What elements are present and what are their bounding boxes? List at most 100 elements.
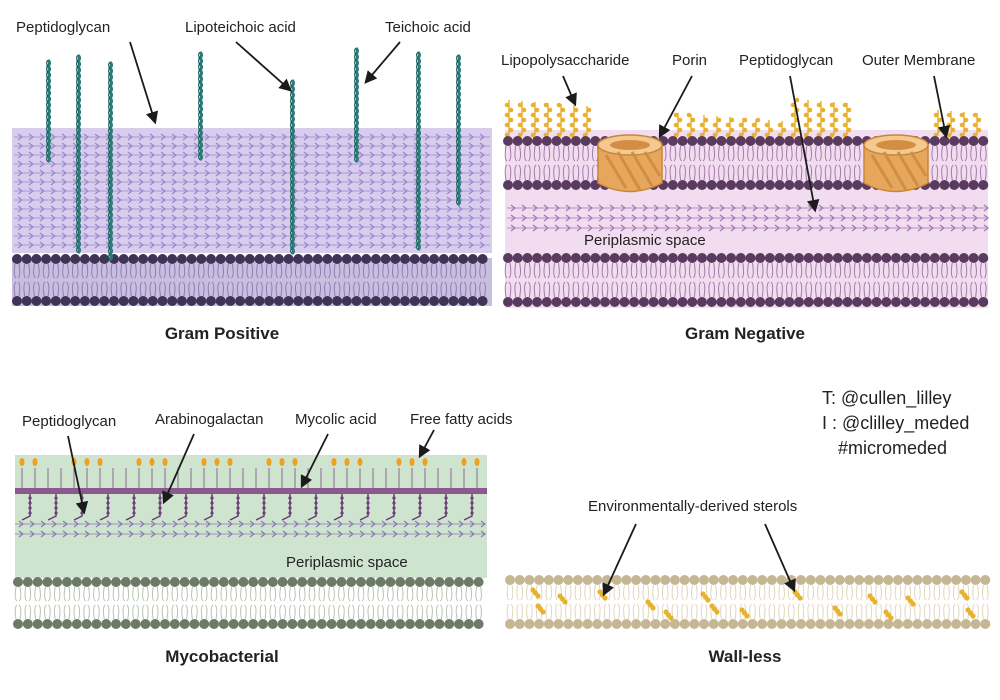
lipid-head — [138, 254, 149, 264]
lipid-head — [70, 296, 81, 306]
lipid-tail — [883, 281, 890, 298]
lipid-tail — [698, 164, 706, 181]
lipid-head — [794, 297, 804, 307]
arabinogalactan-sugar — [340, 501, 344, 505]
lipid-tail — [207, 263, 215, 279]
lipid-tail — [562, 164, 570, 181]
lipid-head — [409, 254, 420, 264]
lipid-head — [863, 575, 874, 585]
sterol-ring — [872, 599, 878, 605]
arabinogalactan-sugar — [236, 511, 240, 515]
lipid-head — [648, 253, 659, 263]
arabinogalactan-chain — [229, 494, 239, 521]
lipid-tail — [758, 584, 766, 601]
arabinogalactan-sugar — [210, 506, 214, 510]
lipid-tail — [73, 604, 81, 620]
lipid-head — [140, 619, 151, 629]
lipid-head — [258, 619, 268, 629]
lipid-head — [91, 619, 102, 629]
free-fatty-acid-head — [214, 458, 220, 466]
lipid-tail — [33, 281, 40, 297]
lps-sugar — [803, 132, 809, 138]
lipid-head — [551, 253, 562, 263]
lps-sugar — [833, 107, 839, 113]
credits: T: @cullen_lilley I : @clilley_meded #mi… — [822, 388, 969, 458]
lps-sugar — [547, 107, 553, 113]
wl-sterols-label: Environmentally-derived sterols — [588, 498, 797, 515]
lps-sugar — [972, 122, 978, 128]
lipid-tail — [343, 263, 351, 279]
lipid-tail — [545, 584, 553, 601]
lipid-head — [551, 136, 562, 146]
lipid-tail — [902, 281, 909, 298]
lipid-head — [832, 180, 843, 190]
lipid-tail — [659, 281, 667, 298]
lipid-head — [805, 619, 816, 629]
lipid-tail — [815, 281, 822, 298]
lps-sugar — [959, 122, 965, 128]
lps-sugar — [803, 112, 809, 118]
lps-sugar — [517, 112, 523, 118]
lps-sugar — [755, 127, 761, 133]
lps-sugar — [504, 102, 510, 108]
lipid-tail — [972, 584, 979, 601]
lipid-tail — [24, 586, 32, 602]
lipid-head — [128, 296, 139, 306]
lipid-head — [592, 575, 603, 585]
lipid-head — [553, 619, 564, 629]
lps-sugar — [794, 127, 800, 133]
gram-negative-peptidoglycan-strands — [507, 204, 989, 232]
lipid-tail — [592, 262, 599, 279]
lipid-head — [467, 296, 478, 306]
lipid-head — [687, 297, 698, 307]
lipid-head — [167, 254, 178, 264]
lps-sugar — [716, 127, 722, 133]
lipid-tail — [524, 145, 531, 162]
lipid-head — [541, 297, 552, 307]
lipid-tail — [406, 586, 414, 602]
lipid-head — [842, 297, 853, 307]
lipid-tail — [200, 604, 208, 620]
lipid-head — [543, 619, 554, 629]
lipid-tail — [207, 281, 215, 297]
lipid-tail — [921, 281, 929, 298]
lipid-head — [970, 619, 981, 629]
lps-sugar — [790, 102, 796, 108]
wall-less-plasma-membrane — [505, 575, 991, 629]
lipid-tail — [459, 263, 467, 279]
lps-sugar — [790, 112, 796, 118]
lipid-tail — [553, 262, 560, 279]
gn-peptidoglycan-label: Peptidoglycan — [739, 52, 833, 69]
lipid-head — [532, 180, 543, 190]
lipid-tail — [572, 145, 580, 162]
lipid-tail — [844, 145, 851, 162]
lipid-head — [147, 296, 158, 306]
peptidoglycan-crosslinks — [17, 205, 485, 213]
lipid-tail — [652, 584, 659, 601]
lipid-tail — [863, 262, 871, 279]
lipid-tail — [161, 604, 169, 620]
lipid-head — [580, 253, 591, 263]
lps-sugar — [790, 132, 796, 138]
lipid-head — [225, 254, 236, 264]
lipid-tail — [553, 145, 560, 162]
lps-sugar — [842, 132, 848, 138]
lipid-tail — [562, 262, 570, 279]
lipid-tail — [778, 584, 785, 601]
lipid-tail — [621, 281, 628, 298]
lipid-tail — [815, 262, 822, 279]
lipid-tail — [475, 586, 482, 602]
lps-sugar — [729, 117, 735, 123]
lps-sugar — [521, 107, 527, 113]
lipid-head — [512, 180, 523, 190]
lipid-tail — [279, 604, 286, 620]
lipid-head — [803, 297, 814, 307]
arabinogalactan-chain — [359, 494, 369, 521]
lipid-head — [264, 254, 275, 264]
lipid-tail — [318, 586, 326, 602]
lipid-tail — [465, 604, 473, 620]
lipid-tail — [582, 281, 589, 298]
lipid-head — [658, 253, 669, 263]
lipid-head — [563, 575, 574, 585]
arabinogalactan-sugar — [158, 506, 162, 510]
